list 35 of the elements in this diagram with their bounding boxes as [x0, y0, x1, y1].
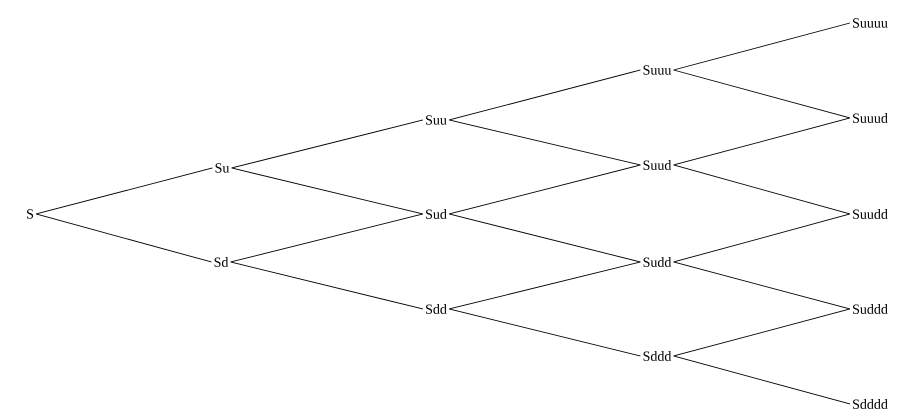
- price-label: Sd: [214, 257, 228, 267]
- branch-line: [673, 214, 850, 262]
- price-label: Sddd: [644, 351, 672, 361]
- price-label: Suuuu: [853, 18, 888, 28]
- price-label: S: [27, 209, 34, 219]
- branch-line: [448, 262, 641, 310]
- branch-line: [673, 164, 850, 214]
- branch-line: [448, 70, 641, 120]
- price-label: Suudd: [853, 209, 888, 219]
- price-label: Su: [216, 163, 230, 173]
- branch-line: [230, 214, 424, 262]
- branch-line: [673, 356, 850, 404]
- branch-line: [673, 262, 850, 310]
- branch-line: [448, 308, 641, 356]
- branch-line: [673, 118, 850, 166]
- price-label: Sdd: [426, 304, 447, 314]
- price-label: Suuu: [644, 65, 672, 75]
- branch-line: [673, 70, 850, 118]
- branch-line: [231, 168, 424, 214]
- price-label: Suud: [644, 160, 672, 170]
- branch-line: [448, 214, 641, 262]
- price-label: Sudd: [644, 257, 672, 267]
- branch-line: [448, 164, 641, 214]
- branch-line: [231, 120, 424, 168]
- branch-line: [36, 168, 213, 214]
- branch-line: [36, 214, 212, 262]
- branch-line: [230, 262, 424, 310]
- price-label: Suddd: [853, 304, 888, 314]
- branch-line: [448, 120, 641, 166]
- price-label: Suu: [426, 115, 447, 125]
- branch-line: [673, 22, 850, 70]
- price-label: Sdddd: [853, 399, 888, 409]
- price-label: Suuud: [853, 113, 888, 123]
- price-label: Sud: [426, 209, 447, 219]
- branch-line: [673, 308, 850, 356]
